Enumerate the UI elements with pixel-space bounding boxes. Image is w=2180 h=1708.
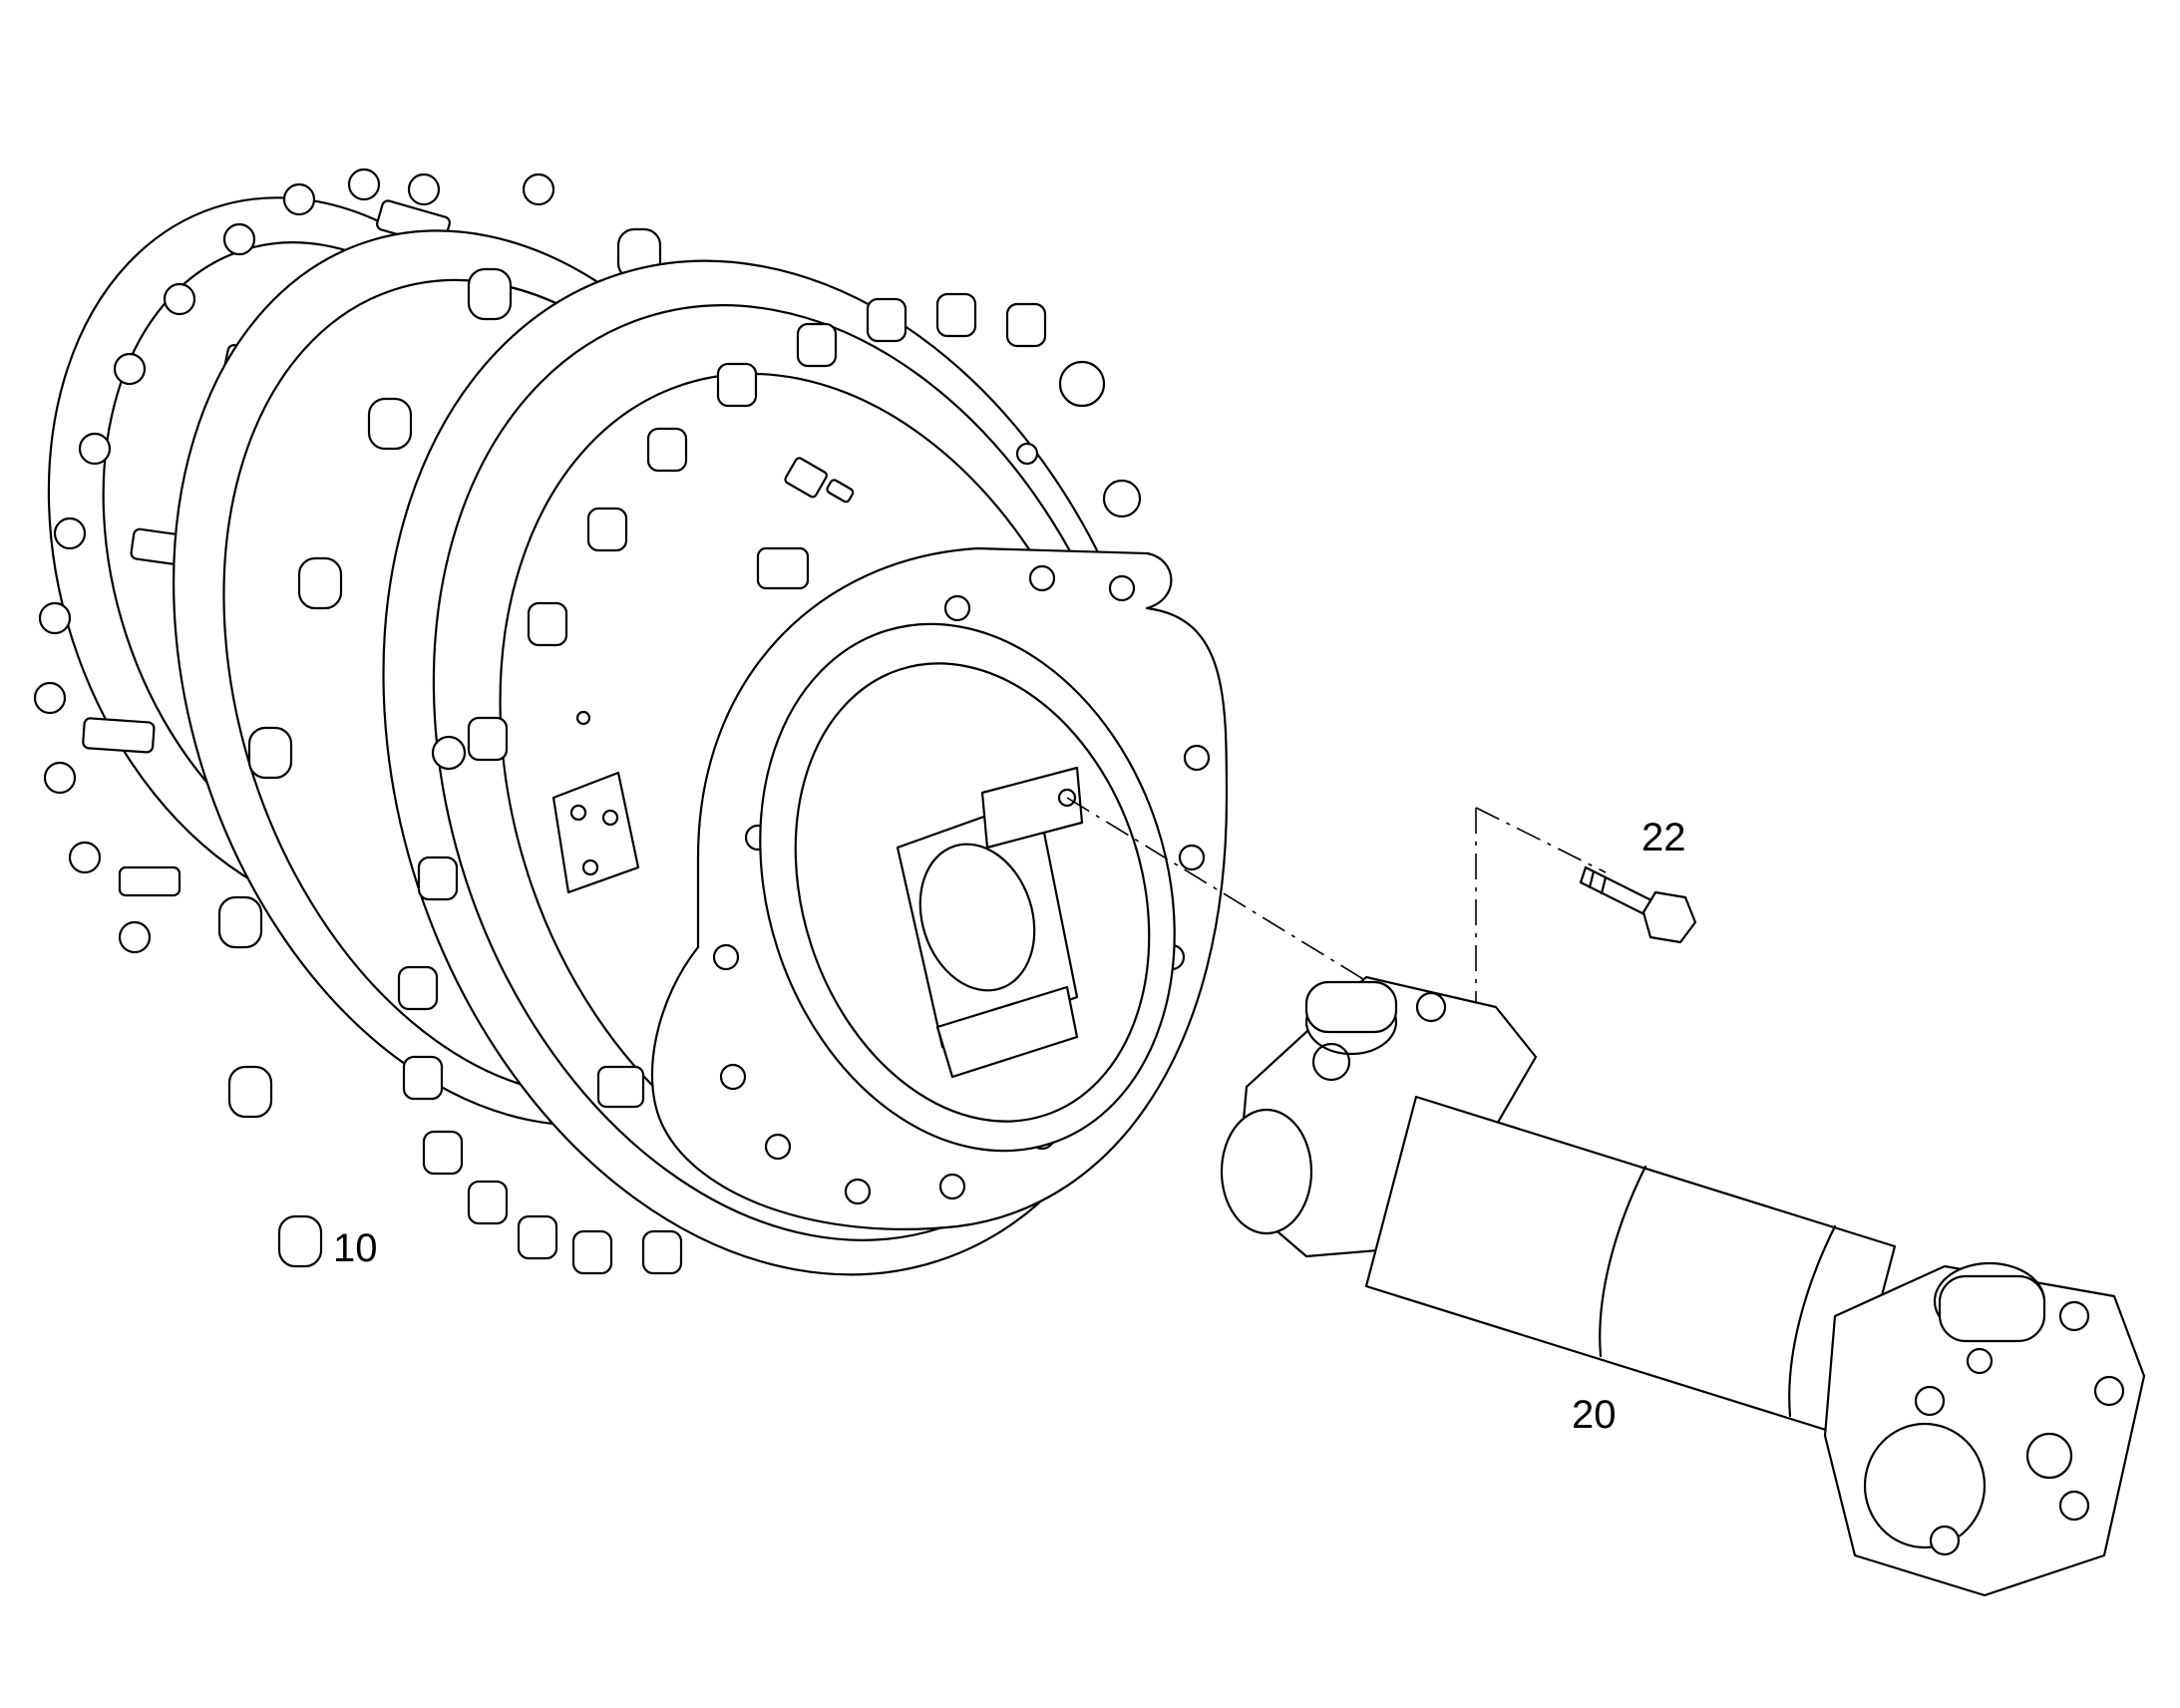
ring-bolts-middle xyxy=(217,227,662,1268)
callout-item-22: 22 xyxy=(1641,816,1686,859)
final-drive-hub-assembly xyxy=(33,168,1229,1276)
hex-bolt-icon xyxy=(1579,865,1697,944)
callout-item-20: 20 xyxy=(1572,1393,1617,1437)
cardan-drive-shaft-icon xyxy=(1220,975,2146,1597)
cap-nut-icon xyxy=(596,546,810,1109)
joint-bolts xyxy=(1914,1300,2125,1556)
cover-plate xyxy=(551,771,640,894)
grease-fitting-icon xyxy=(784,457,855,504)
callout-item-10: 10 xyxy=(333,1226,378,1270)
housing-bolts xyxy=(397,292,1047,1275)
vent-port xyxy=(1058,360,1106,408)
rim-nuts-rear xyxy=(33,168,555,954)
